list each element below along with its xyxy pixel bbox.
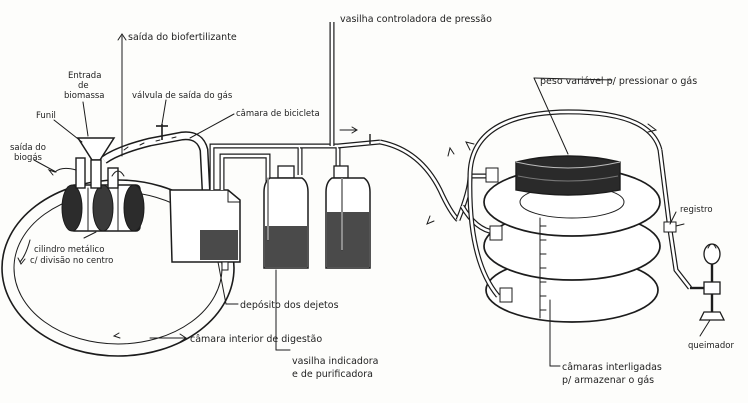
label-vasilha-indicadora-2: e de purificadora bbox=[292, 369, 373, 380]
funnel bbox=[75, 137, 125, 189]
label-entrada-1: Entrada bbox=[68, 71, 101, 81]
label-funil: Funil bbox=[36, 111, 56, 121]
label-registro: registro bbox=[680, 205, 713, 215]
waste-deposit-box bbox=[169, 189, 241, 271]
label-camaras-interligadas-2: p/ armazenar o gás bbox=[562, 375, 654, 386]
label-saida-biogas-1: saída do bbox=[10, 143, 46, 153]
label-vasilha-controladora: vasilha controladora de pressão bbox=[340, 14, 492, 25]
label-camara-bicicleta: câmara de bicicleta bbox=[236, 109, 320, 119]
bike-chamber-tube bbox=[101, 131, 211, 191]
label-saida-biofertilizante: saída do biofertilizante bbox=[128, 32, 237, 43]
label-deposito-dejetos: depósito dos dejetos bbox=[240, 300, 339, 311]
gas-tube bbox=[379, 139, 460, 225]
label-peso-variavel: peso variável p/ pressionar o gás bbox=[540, 76, 697, 87]
pressure-bottle bbox=[325, 165, 371, 269]
top-pipes bbox=[209, 22, 381, 190]
label-cilindro-1: cilindro metálico bbox=[34, 245, 104, 255]
leader-lines bbox=[33, 33, 711, 367]
label-valvula-saida-gas: válvula de saída do gás bbox=[132, 91, 233, 101]
gas-storage-chambers bbox=[483, 167, 661, 323]
label-saida-biogas-2: biogás bbox=[14, 153, 43, 163]
labels: Entrada de biomassa Funil saída do biogá… bbox=[10, 14, 734, 386]
label-queimador: queimador bbox=[688, 341, 734, 351]
metal-cylinder bbox=[61, 184, 145, 232]
label-camaras-interligadas-1: câmaras interligadas bbox=[562, 362, 662, 373]
burner-tube bbox=[657, 149, 692, 290]
label-vasilha-indicadora-1: vasilha indicadora bbox=[292, 356, 378, 367]
burner bbox=[690, 243, 726, 321]
label-camara-interior: câmara interior de digestão bbox=[190, 334, 322, 345]
label-entrada-3: biomassa bbox=[64, 91, 105, 101]
label-entrada-2: de bbox=[78, 81, 89, 91]
indicator-bottle bbox=[263, 165, 309, 269]
variable-weight bbox=[515, 155, 621, 196]
label-cilindro-2: c/ divisão no centro bbox=[30, 256, 113, 266]
gas-valve bbox=[156, 124, 168, 140]
chamber-pipes bbox=[455, 109, 663, 303]
